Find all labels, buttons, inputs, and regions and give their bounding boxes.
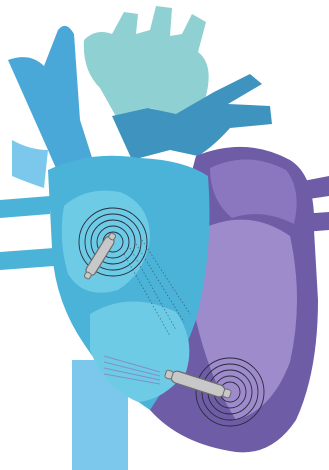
pulmonary-vein-right-1 (0, 196, 50, 218)
pulmonary-vein-left-2 (300, 212, 329, 232)
vena-cava-branch (12, 140, 48, 188)
pulmonary-vein-right-2 (0, 248, 54, 270)
aorta (84, 6, 209, 120)
